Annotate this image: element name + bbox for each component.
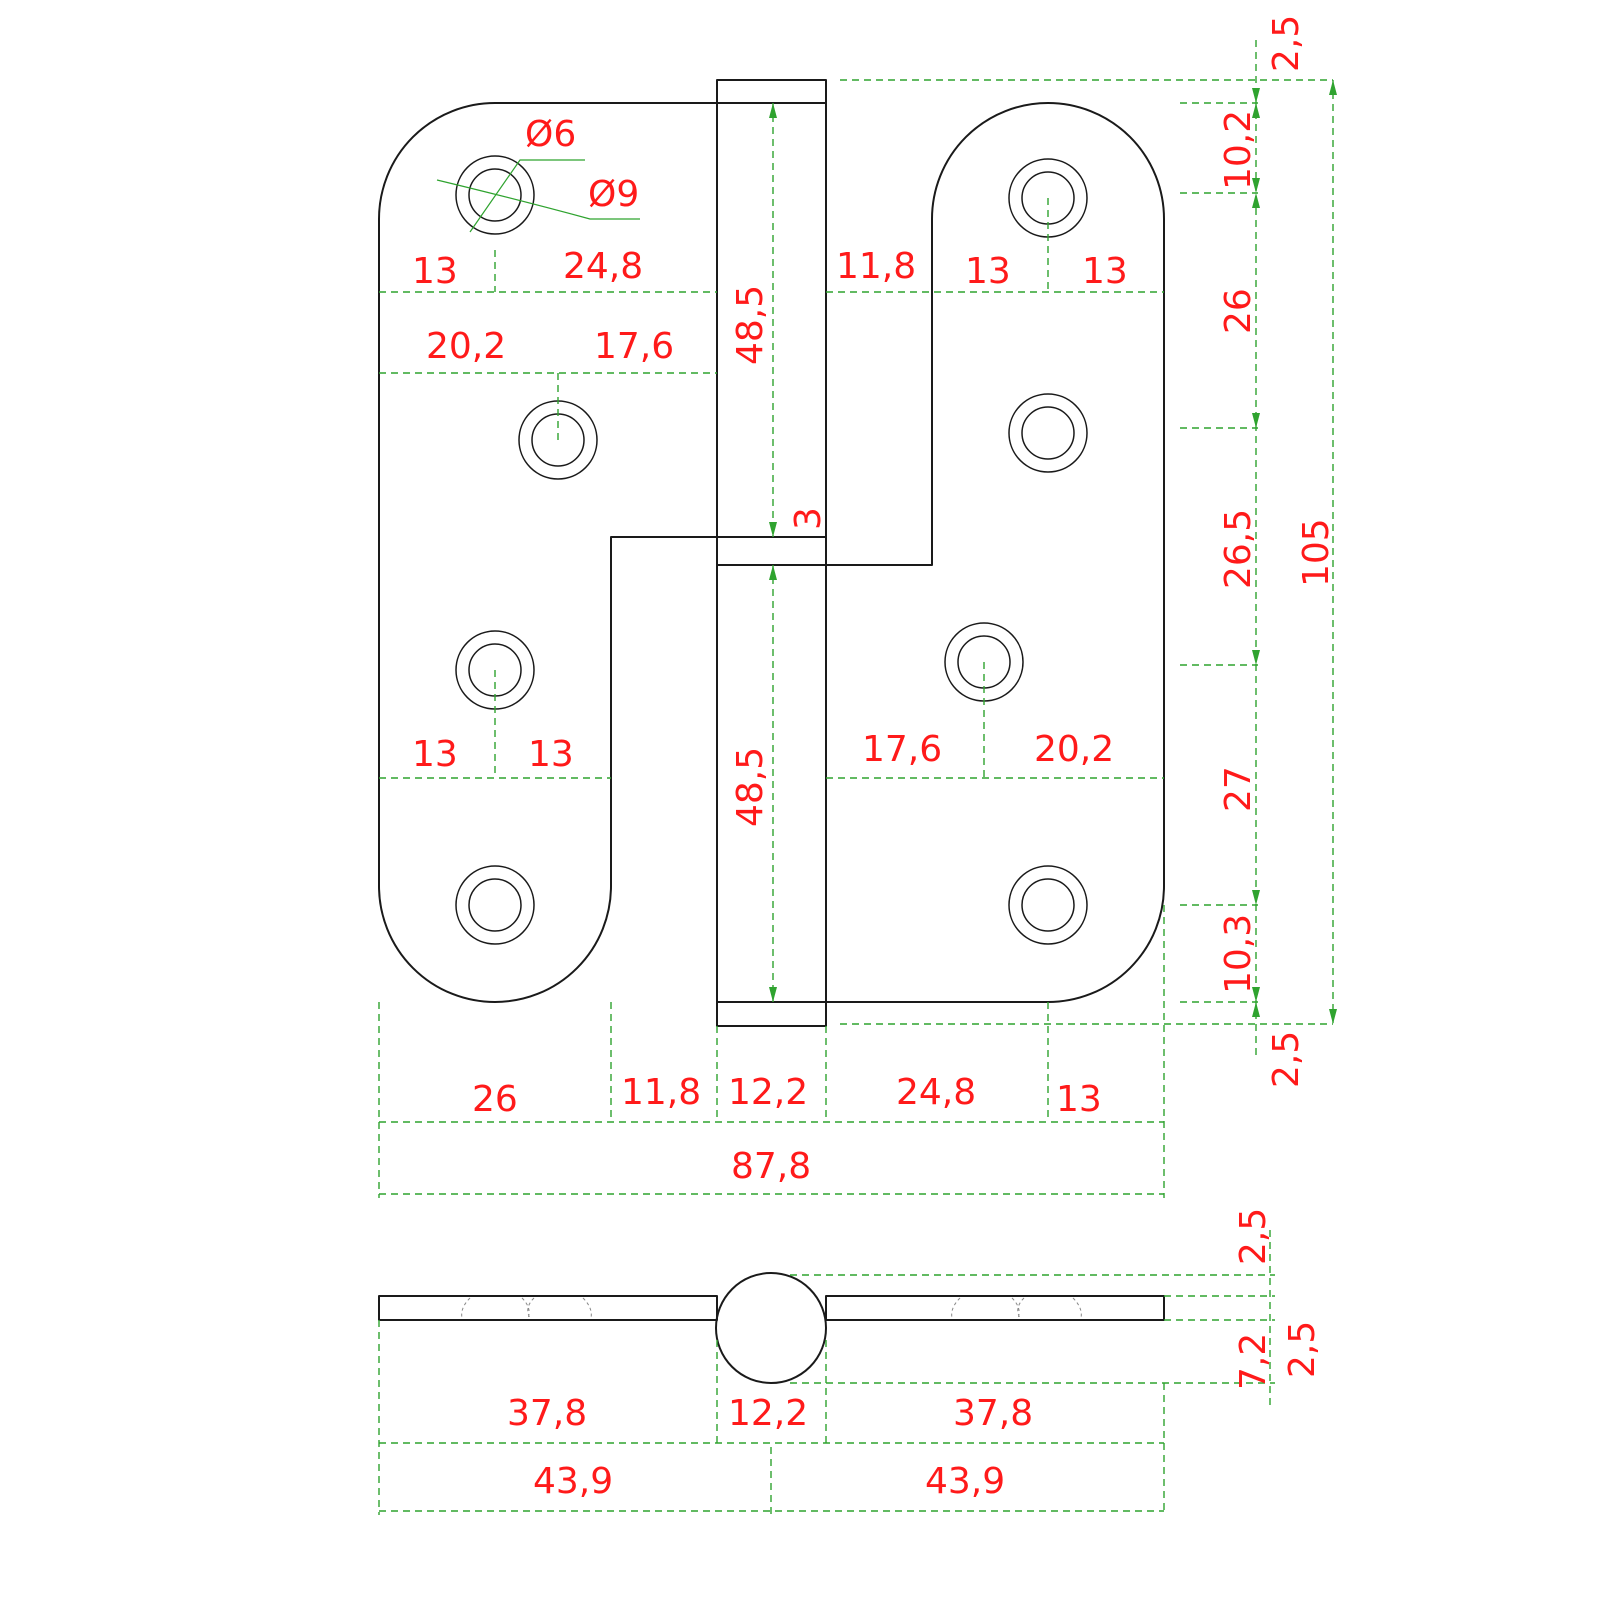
dim-side-37-8-left: 37,8 <box>507 1393 587 1434</box>
side-left-leaf <box>378 1295 718 1321</box>
top-view-part <box>378 79 1165 1027</box>
dim-bottom-11-8: 11,8 <box>621 1072 701 1113</box>
dim-right-top-11-8: 11,8 <box>836 246 916 287</box>
screw-hole <box>455 865 535 945</box>
dim-side-2-5-top: 2,5 <box>1233 1208 1274 1265</box>
dim-right-third-20-2: 20,2 <box>1034 729 1114 770</box>
left-leaf-outline <box>378 102 717 1003</box>
dim-hole-inner-diameter: Ø6 <box>525 114 576 155</box>
dim-side-2-5-bottom: 2,5 <box>1282 1321 1323 1378</box>
screw-hole <box>1008 865 1088 945</box>
dim-right-chain-2-5-top: 2,5 <box>1266 15 1307 72</box>
side-view-part <box>378 1272 1165 1384</box>
dim-right-third-17-6: 17,6 <box>862 729 942 770</box>
dim-right-chain-10-2: 10,2 <box>1218 110 1259 190</box>
dim-knuckle-lower: 48,5 <box>730 747 771 827</box>
knuckle-barrel <box>716 79 827 1027</box>
dimension-arrows <box>769 80 1337 1024</box>
top-view-dimension-lines <box>378 40 1334 1198</box>
dim-overall-width: 87,8 <box>731 1146 811 1187</box>
dim-bottom-12-2: 12,2 <box>728 1072 808 1113</box>
dim-right-chain-2-5-bottom: 2,5 <box>1266 1031 1307 1088</box>
dim-left-third-13b: 13 <box>528 734 574 775</box>
screw-hole <box>1008 393 1088 473</box>
dim-hole-outer-diameter: Ø9 <box>588 174 639 215</box>
dim-side-7-2: 7,2 <box>1233 1333 1274 1390</box>
dim-left-second-20-2: 20,2 <box>426 326 506 367</box>
side-view-dimension-labels: 2,5 7,2 2,5 37,8 12,2 37,8 43,9 43,9 <box>507 1208 1323 1502</box>
dim-bottom-26: 26 <box>472 1079 518 1120</box>
side-pin-barrel <box>715 1272 827 1384</box>
dim-right-chain-10-3: 10,3 <box>1218 914 1259 994</box>
dim-left-top-24-8: 24,8 <box>563 246 643 287</box>
dim-right-top-13a: 13 <box>965 251 1011 292</box>
dim-side-12-2: 12,2 <box>728 1393 808 1434</box>
dim-right-top-13b: 13 <box>1082 251 1128 292</box>
screw-hole <box>455 155 535 235</box>
dim-knuckle-gap: 3 <box>788 507 829 530</box>
dim-bottom-24-8: 24,8 <box>896 1072 976 1113</box>
dim-right-chain-27: 27 <box>1218 766 1259 812</box>
dim-left-top-13: 13 <box>412 251 458 292</box>
dim-side-37-8-right: 37,8 <box>953 1393 1033 1434</box>
side-view-dimension-lines <box>378 1230 1275 1515</box>
dim-left-third-13a: 13 <box>412 734 458 775</box>
dim-bottom-13: 13 <box>1056 1079 1102 1120</box>
dim-knuckle-upper: 48,5 <box>730 285 771 365</box>
dim-right-chain-26-5: 26,5 <box>1218 509 1259 589</box>
dim-side-43-9-right: 43,9 <box>925 1461 1005 1502</box>
dim-overall-height: 105 <box>1296 518 1337 587</box>
dim-left-second-17-6: 17,6 <box>594 326 674 367</box>
dim-side-43-9-left: 43,9 <box>533 1461 613 1502</box>
side-right-leaf <box>825 1295 1165 1321</box>
dim-right-chain-26: 26 <box>1218 288 1259 334</box>
top-view-dimension-labels: Ø6 Ø9 13 24,8 20,2 17,6 13 13 11,8 13 13… <box>412 15 1337 1187</box>
right-leaf-outline <box>826 102 1165 1003</box>
